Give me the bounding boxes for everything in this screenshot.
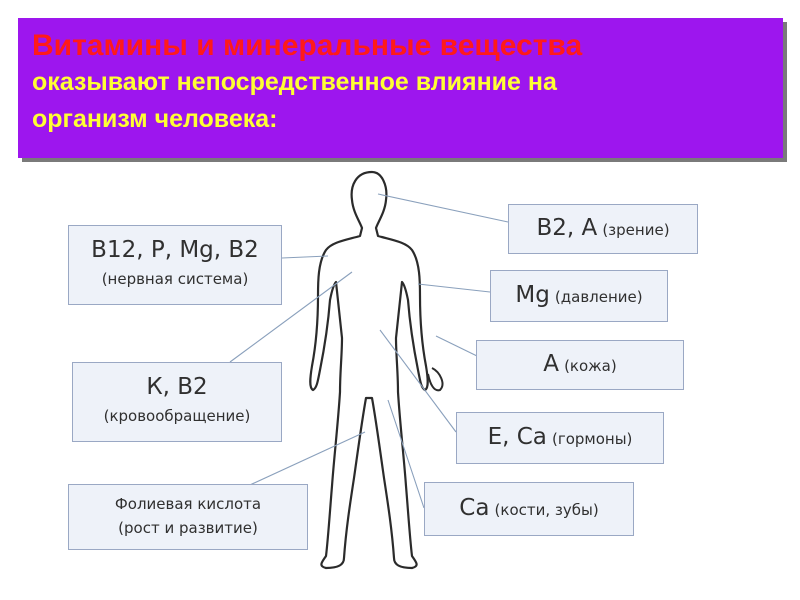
box-skin-label: (кожа) (564, 357, 617, 375)
connector-hormones (379, 329, 457, 433)
connector-circulation (229, 271, 353, 363)
box-growth-label: (рост и развитие) (118, 519, 258, 537)
box-circulation: К, В2 (кровообращение) (72, 362, 282, 442)
connector-nervous (281, 255, 329, 259)
box-nervous-system-label: (нервная система) (101, 270, 249, 288)
box-bones-mineral: Ca (459, 495, 490, 521)
box-skin: A (кожа) (476, 340, 684, 390)
connector-lines (225, 193, 509, 509)
box-vision-label: (зрение) (602, 221, 670, 239)
box-circulation-vitamins: К, В2 (146, 374, 208, 400)
box-pressure-mineral: Mg (515, 282, 550, 308)
box-nervous-system-vitamins: B12, P, Mg, B2 (91, 237, 259, 263)
box-growth: Фолиевая кислота (рост и развитие) (68, 484, 308, 550)
box-vision-vitamins: B2, A (536, 215, 598, 241)
box-pressure: Mg (давление) (490, 270, 668, 322)
title-line-2: оказывают непосредственное влияние на (32, 68, 557, 96)
connector-skin (435, 335, 478, 357)
box-bones-label: (кости, зубы) (494, 501, 599, 519)
connector-vision (377, 193, 509, 223)
connector-bones (387, 399, 425, 509)
box-bones: Ca (кости, зубы) (424, 482, 634, 536)
title-line-3: организм человека: (32, 105, 278, 133)
title-banner: Витамины и минеральные вещества оказываю… (18, 18, 783, 158)
box-skin-vitamin: A (543, 351, 559, 377)
box-nervous-system: B12, P, Mg, B2 (нервная система) (68, 225, 282, 305)
box-hormones: E, Ca (гормоны) (456, 412, 664, 464)
box-circulation-label: (кровообращение) (103, 407, 251, 425)
connector-pressure (417, 283, 491, 293)
box-growth-vitamin: Фолиевая кислота (114, 495, 262, 513)
box-vision: B2, A (зрение) (508, 204, 698, 254)
human-body-outline (309, 170, 429, 570)
box-pressure-label: (давление) (554, 288, 643, 306)
box-hormones-vitamins: E, Ca (487, 424, 547, 450)
box-hormones-label: (гормоны) (551, 430, 633, 448)
title-line-1: Витамины и минеральные вещества (32, 29, 583, 62)
